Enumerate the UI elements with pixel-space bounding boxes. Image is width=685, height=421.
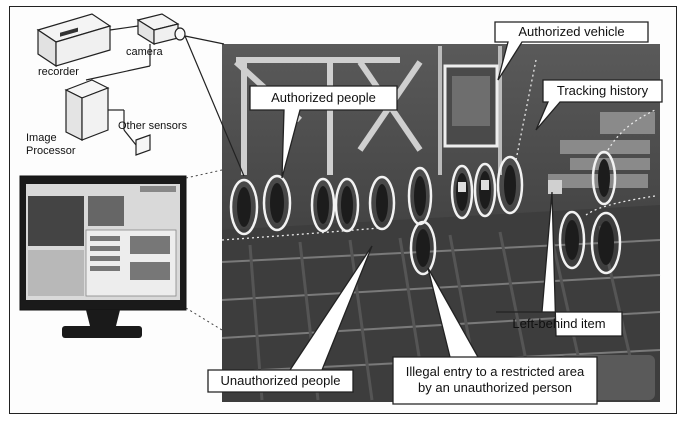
- callout-authorized-vehicle-shape: [494, 21, 649, 81]
- monitor-scene-links: [185, 169, 223, 331]
- monitor-video-2: [88, 196, 124, 226]
- monitor-icon: [19, 175, 187, 338]
- camera-icon: [136, 13, 186, 52]
- crane-beams: [438, 46, 502, 175]
- callout-unauthorized-people-shape: [207, 245, 373, 393]
- person-markers: [229, 150, 622, 276]
- material-stacks: [548, 112, 655, 188]
- monitor-title-bar: [140, 186, 176, 192]
- monitor-video-1: [28, 196, 84, 246]
- recorder-device-icon: [36, 13, 112, 68]
- image-processor-label: Image Processor: [26, 132, 76, 157]
- callout-illegal-entry: Illegal entry to a restricted area by an…: [405, 364, 585, 395]
- processor-box-icon: [64, 79, 110, 141]
- callout-left-behind-shape: [496, 191, 623, 337]
- recorder-label: recorder: [38, 66, 79, 78]
- vehicle-body: [452, 76, 490, 126]
- callout-shapes: [207, 21, 663, 405]
- sensor-icon: [135, 134, 151, 156]
- monitor-neck: [86, 310, 120, 326]
- connection-lines: [85, 25, 245, 177]
- callout-authorized-vehicle: Authorized vehicle: [518, 24, 625, 39]
- callout-tracking-history-shape: [535, 79, 663, 131]
- tracking-history-paths: [221, 59, 656, 241]
- authorized-badges: [458, 180, 489, 192]
- callout-illegal-entry-shape: [392, 267, 598, 405]
- monitor-map: [28, 250, 84, 296]
- left-behind-object: [548, 180, 562, 194]
- monitor-base: [62, 326, 142, 338]
- callout-authorized-people-shape: [249, 85, 398, 179]
- callout-tracking-history: Tracking history: [556, 83, 649, 98]
- callout-left-behind-item: Left-behind item: [512, 316, 606, 331]
- camera-label: camera: [126, 46, 163, 58]
- other-sensors-label: Other sensors: [118, 120, 188, 132]
- callout-unauthorized-people: Unauthorized people: [220, 373, 341, 388]
- callout-authorized-people: Authorized people: [271, 90, 376, 105]
- monitor-panel-rows: [90, 236, 170, 280]
